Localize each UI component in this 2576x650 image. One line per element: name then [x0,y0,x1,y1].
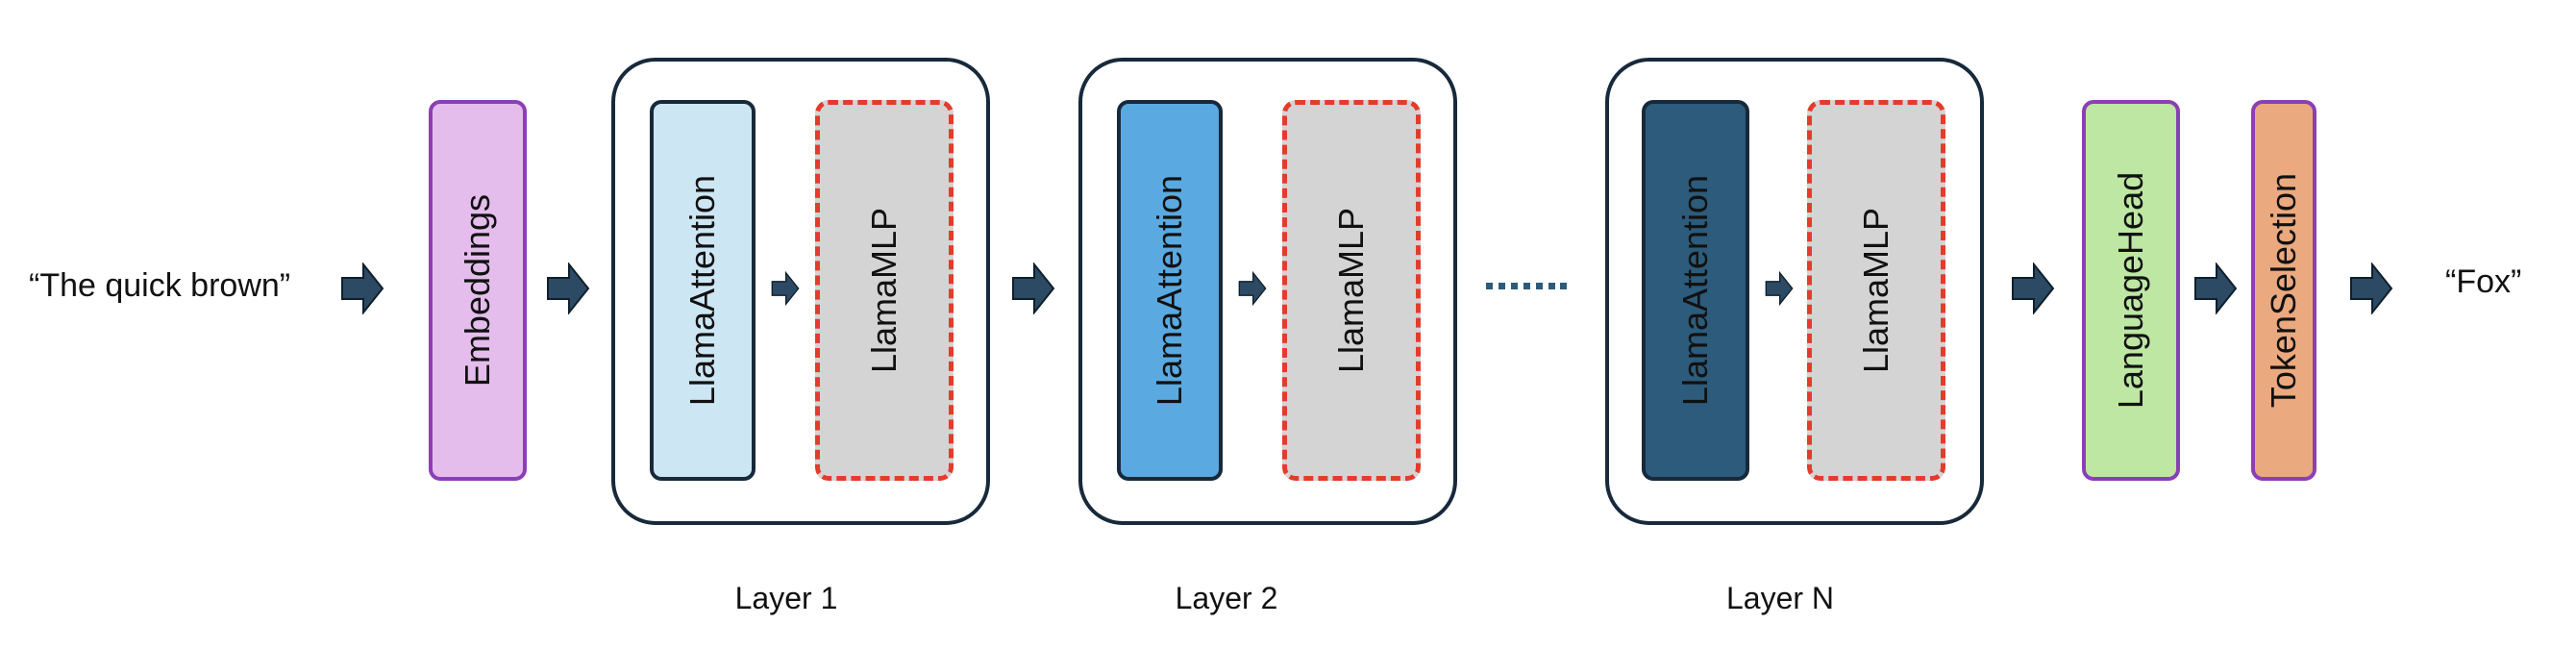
arrow-icon [1012,262,1055,314]
arrow-icon [2350,262,2393,314]
layer-1-attention-block: LlamaAttention [650,100,755,481]
layer-2-attention-block: LlamaAttention [1117,100,1223,481]
layer-1-caption: Layer 1 [734,581,838,615]
mlp-label: LlamaMLP [1856,207,1895,374]
input-text: “The quick brown” [29,267,291,304]
layer-n-caption: Layer N [1725,581,1835,615]
arrow-icon [547,262,590,314]
token-selection-block: TokenSelection [2251,100,2316,481]
layer-2-caption: Layer 2 [1175,581,1278,615]
language-head-label: LanguageHead [2111,171,2150,410]
mlp-label: LlamaMLP [864,207,904,374]
arrow-icon [2194,262,2238,314]
attention-label: LlamaAttention [1675,174,1715,407]
layer-n-attention-block: LlamaAttention [1642,100,1749,481]
output-text: “Fox” [2445,263,2522,300]
arrow-icon [1238,271,1267,306]
mlp-label: LlamaMLP [1331,207,1371,374]
ellipsis-dots-icon [1486,283,1567,289]
arrow-icon [1765,271,1794,306]
layer-1-mlp-block: LlamaMLP [815,100,954,481]
language-head-block: LanguageHead [2082,100,2180,481]
attention-label: LlamaAttention [1150,174,1189,407]
layer-n-mlp-block: LlamaMLP [1807,100,1945,481]
arrow-icon [2012,262,2055,314]
token-selection-label: TokenSelection [2264,172,2303,409]
arrow-icon [771,271,800,306]
attention-label: LlamaAttention [682,174,722,407]
arrow-icon [341,262,384,314]
embeddings-block: Embeddings [429,100,527,481]
embeddings-label: Embeddings [458,193,497,388]
layer-2-mlp-block: LlamaMLP [1282,100,1421,481]
